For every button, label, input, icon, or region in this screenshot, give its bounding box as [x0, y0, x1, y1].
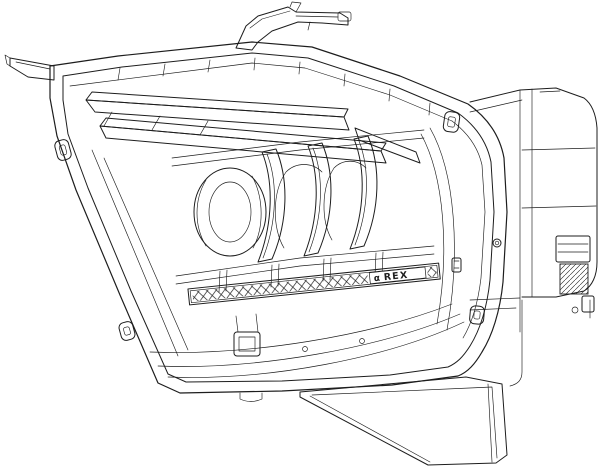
bezel-outer-outline	[49, 41, 508, 394]
headlight-bezel	[49, 41, 508, 394]
left-lens-edge-2	[103, 157, 189, 351]
mount-tab-mid-right	[451, 257, 462, 273]
upper-drl-strips	[85, 91, 421, 164]
mount-tab-lower-right	[469, 305, 485, 325]
brand-logo-alpha: α	[373, 274, 380, 285]
left-lens-edge-1	[91, 149, 179, 357]
drl-strip-2-front	[99, 125, 387, 164]
bottom-clip	[239, 392, 263, 402]
bezel-step-top	[69, 62, 453, 122]
bracket-outline	[235, 6, 349, 51]
connector-upper-block	[555, 235, 591, 263]
drl-strip-1-front	[85, 99, 350, 131]
connector-hatched-plug	[559, 263, 589, 295]
connector-pin	[571, 306, 579, 314]
light-bar-outer	[187, 262, 441, 306]
mount-tab-lower-left	[118, 321, 136, 341]
left-mount-tab	[4, 54, 55, 81]
mount-tab-upper-right	[442, 111, 461, 133]
lower-lens-curves	[149, 303, 465, 378]
stitch-marks	[117, 57, 431, 116]
screw-head	[492, 238, 502, 248]
right-inner-curve-2	[420, 133, 445, 325]
screw-dot-2	[359, 338, 365, 344]
mounting-tabs	[54, 111, 502, 341]
drl-chevrons	[103, 111, 209, 136]
bracket-end-tab	[337, 11, 352, 22]
bottom-panel	[239, 376, 508, 466]
projector-lens-3-arc	[323, 160, 367, 241]
projector-lens-1	[193, 167, 267, 257]
connector-lower-tab	[581, 295, 595, 313]
reflector-fin-2	[303, 142, 332, 257]
projector-shelf-top-1	[171, 129, 425, 159]
projector-modules	[171, 129, 435, 293]
wiring-connector	[555, 235, 595, 319]
bezel-step-right	[451, 120, 486, 339]
projector-lens-1-inner	[208, 181, 252, 243]
right-inner-curve-1	[429, 127, 455, 331]
drl-strip-1-top	[85, 91, 349, 118]
bracket-top-flag	[289, 1, 302, 13]
light-bar-inner	[189, 264, 439, 304]
light-bar-hatch-end	[426, 266, 437, 278]
projector-lens-2-arc	[274, 164, 323, 249]
mount-tab-left	[54, 139, 72, 161]
screw-dot-1	[302, 346, 308, 352]
bottom-center-tab	[233, 313, 261, 357]
projector-shelf-bottom-1	[175, 245, 435, 277]
rear-housing	[469, 87, 598, 387]
light-bar-hatch	[192, 273, 369, 302]
drl-strip-3	[354, 127, 421, 164]
brand-label-box	[368, 266, 427, 285]
bezel-inner-outline	[62, 52, 495, 383]
projector-shelf-bottom-2	[175, 253, 435, 285]
brand-text: REX	[383, 270, 409, 283]
top-mounting-bracket	[235, 1, 352, 51]
bottom-panel-outline	[299, 376, 508, 466]
reflector-fin-1	[257, 148, 286, 263]
light-bar: α REX	[187, 262, 441, 306]
projector-shelf-top-2	[171, 137, 425, 167]
reflector-fin-3	[349, 135, 378, 250]
